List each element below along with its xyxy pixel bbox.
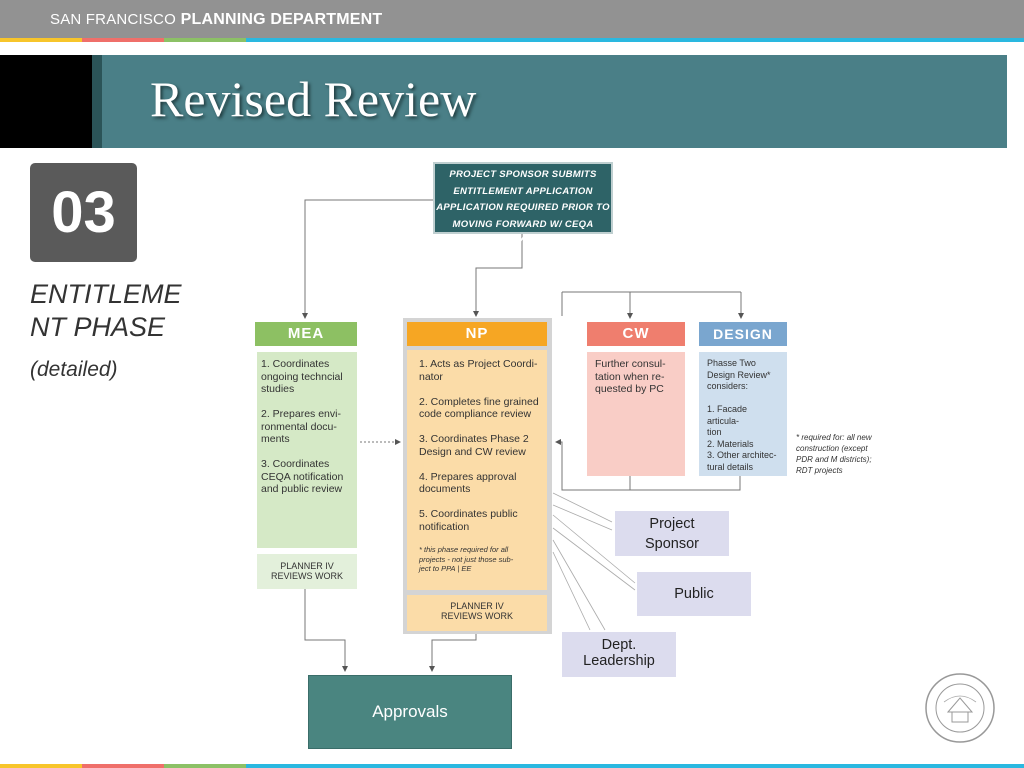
mea-header: MEA <box>255 322 357 346</box>
np-footer: PLANNER IV REVIEWS WORK <box>407 595 547 631</box>
mea-body: 1. Coordinates ongoing techncial studies… <box>257 352 357 548</box>
bottom-stripe-yellow <box>0 764 82 768</box>
design-header: DESIGN <box>699 322 787 346</box>
dept-leadership-box: Dept. Leadership <box>562 632 676 677</box>
brand-city: SAN FRANCISCO <box>50 11 176 28</box>
cw-header: CW <box>587 322 685 346</box>
np-note: * this phase required for all projects -… <box>419 545 514 573</box>
design-body: Phasse Two Design Review* considers: 1. … <box>699 352 787 476</box>
sponsor-submits-box: PROJECT SPONSOR SUBMITS ENTITLEMENT APPL… <box>433 162 613 246</box>
np-body-box: 1. Acts as Project Coordi- nator 2. Comp… <box>407 350 547 590</box>
phase-number: 03 <box>30 163 137 262</box>
department-logo: SAN FRANCISCO PLANNING DEPARTMENT <box>50 11 382 29</box>
title-band <box>102 55 1007 148</box>
page-title: Revised Review <box>150 71 477 127</box>
bottom-stripe-green <box>164 764 246 768</box>
np-body: 1. Acts as Project Coordi- nator 2. Comp… <box>419 358 539 533</box>
public-box: Public <box>637 572 751 616</box>
np-header: NP <box>407 322 547 346</box>
city-seal-icon <box>925 673 995 743</box>
bottom-stripe-red <box>82 764 164 768</box>
cw-body: Further consul- tation when re- quested … <box>587 352 685 476</box>
phase-label: ENTITLEME NT PHASE <box>30 279 182 342</box>
approvals-box: Approvals <box>308 675 512 749</box>
title-band-accent <box>92 55 102 148</box>
brand-department: PLANNING DEPARTMENT <box>175 11 383 28</box>
project-sponsor-box: Project Sponsor <box>615 511 729 556</box>
stripe-yellow <box>0 38 82 42</box>
stripe-blue <box>246 38 1024 42</box>
header-bar <box>0 0 1024 38</box>
stripe-red <box>82 38 164 42</box>
phase-subtitle: (detailed) <box>30 358 118 381</box>
stripe-green <box>164 38 246 42</box>
mea-footer: PLANNER IV REVIEWS WORK <box>257 554 357 589</box>
design-required-note: * required for: all new construction (ex… <box>796 433 872 475</box>
bottom-stripe-blue <box>246 764 1024 768</box>
title-band-black <box>0 55 92 148</box>
